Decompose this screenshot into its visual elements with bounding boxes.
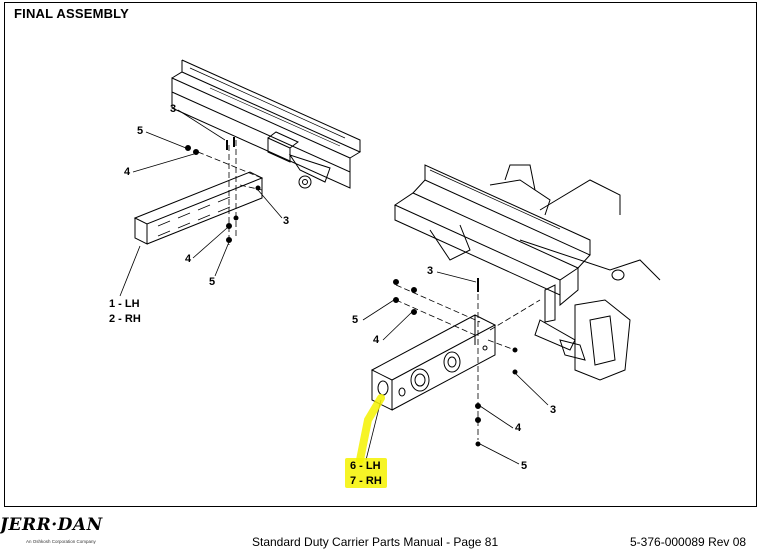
right-fasteners — [393, 278, 518, 447]
jerr-dan-logo: JERR·DAN — [0, 515, 103, 535]
document-number-revision: 5-376-000089 Rev 08 — [630, 535, 747, 549]
callout-right-4: 4 — [373, 334, 380, 346]
right-bumper-bracket — [370, 314, 497, 411]
part-label-6-lh: 6 - LH — [350, 460, 381, 472]
part-label-1-lh: 1 - LH — [109, 298, 140, 310]
part-label-7-rh: 7 - RH — [350, 475, 382, 487]
callout-right-4-bottom: 4 — [515, 422, 522, 434]
right-frame-rail — [393, 164, 661, 381]
callout-left-4: 4 — [124, 166, 131, 178]
left-frame-rail — [171, 59, 362, 189]
callout-right-3: 3 — [427, 265, 434, 277]
right-leader-lines — [362, 271, 549, 465]
callout-left-4-bottom: 4 — [185, 253, 192, 265]
callout-left-5: 5 — [137, 125, 144, 137]
part-label-2-rh: 2 - RH — [109, 313, 141, 325]
callout-right-3-lower: 3 — [550, 404, 557, 416]
logo-tagline: An Oshkosh Corporation Company — [26, 539, 96, 544]
right-alignment-lines — [395, 284, 541, 440]
callout-right-5: 5 — [352, 314, 359, 326]
callout-left-5-bottom: 5 — [209, 276, 216, 288]
callout-left-3-mid: 3 — [283, 215, 290, 227]
left-fasteners — [185, 137, 261, 243]
left-alignment-lines — [197, 140, 263, 245]
manual-page-reference: Standard Duty Carrier Parts Manual - Pag… — [252, 535, 499, 549]
page-title: FINAL ASSEMBLY — [14, 6, 130, 21]
drawing-frame — [4, 2, 757, 507]
left-mounting-bracket — [133, 171, 264, 245]
highlight-marks — [345, 394, 387, 488]
callout-left-3: 3 — [170, 103, 177, 115]
callout-right-5-bottom: 5 — [521, 460, 528, 472]
left-leader-lines — [119, 109, 283, 297]
